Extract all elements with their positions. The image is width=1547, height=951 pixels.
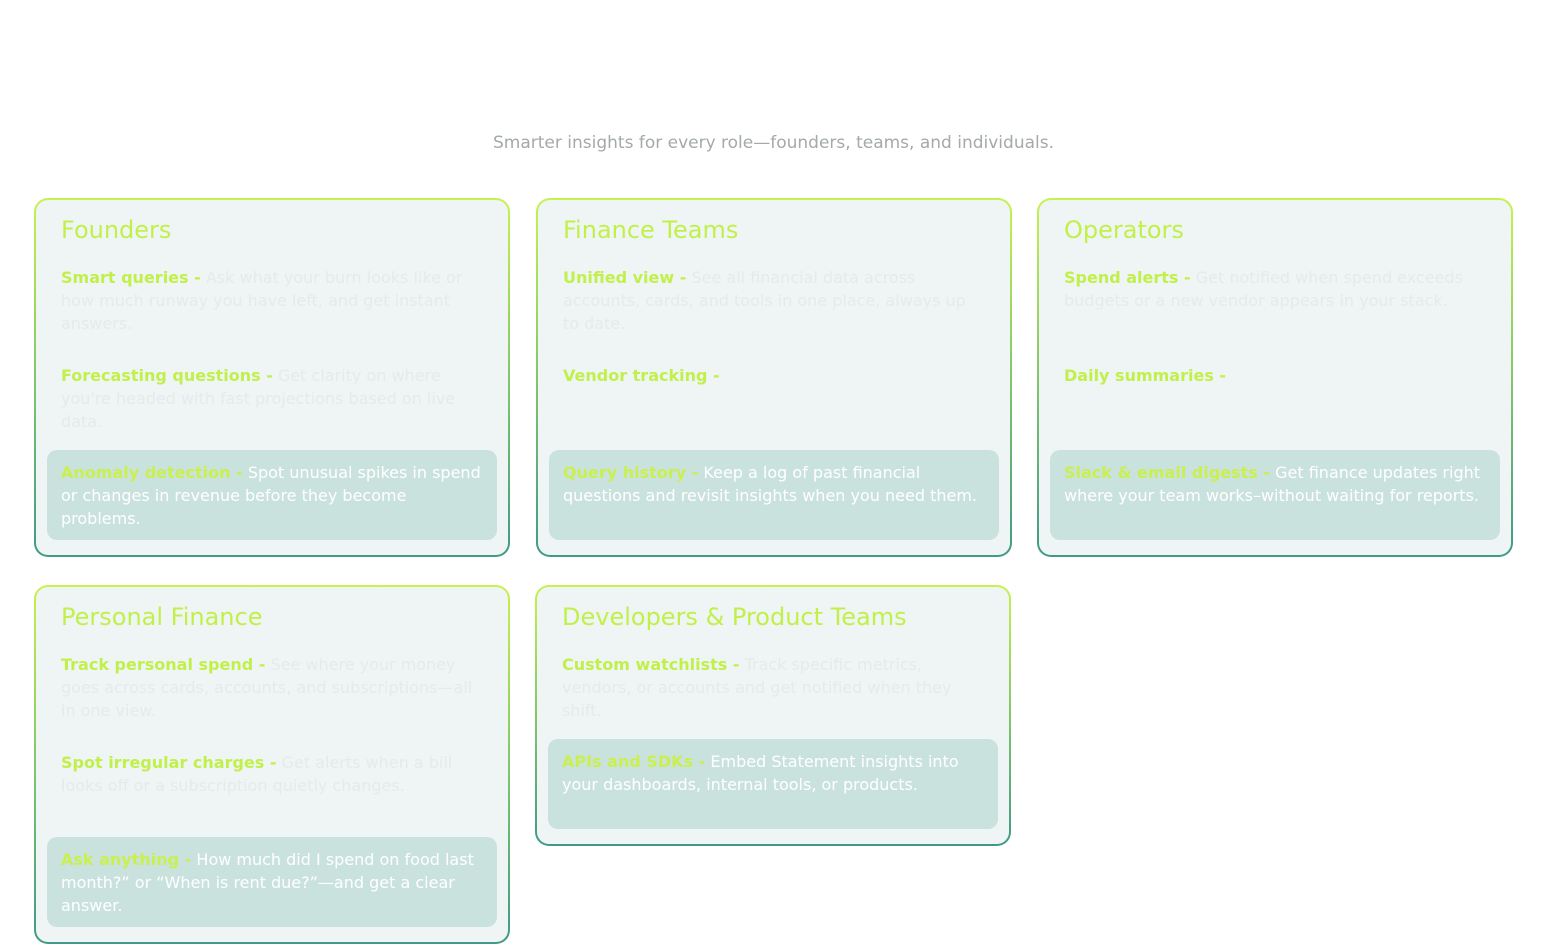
feature-item: Forecasting questions - Get clarity on w… — [61, 364, 481, 433]
highlight-name: Query history - — [563, 463, 699, 482]
highlight-description: Spot unusual spikes in spend or changes … — [61, 463, 481, 528]
role-card-operators: Operators Spend alerts - Get notified wh… — [1037, 198, 1513, 557]
feature-name: Daily summaries - — [1064, 366, 1227, 385]
card-title: Personal Finance — [61, 603, 263, 631]
role-card-founders: Founders Smart queries - Ask what your b… — [34, 198, 510, 557]
card-title: Developers & Product Teams — [562, 603, 907, 631]
feature-name: Forecasting questions - — [61, 366, 273, 385]
feature-item: Smart queries - Ask what your burn looks… — [61, 266, 481, 335]
card-title: Operators — [1064, 216, 1184, 244]
feature-highlight: Slack & email digests - Get finance upda… — [1050, 450, 1500, 540]
feature-description: See all financial data across accounts, … — [563, 268, 966, 333]
role-card-personal-finance: Personal Finance Track personal spend - … — [34, 585, 510, 944]
role-card-finance-teams: Finance Teams Unified view - See all fin… — [536, 198, 1012, 557]
feature-name: Vendor tracking - — [563, 366, 720, 385]
feature-name: Unified view - — [563, 268, 687, 287]
feature-description: Track specific metrics, vendors, or acco… — [562, 655, 952, 720]
section-subtitle: Smarter insights for every role—founders… — [492, 133, 1054, 153]
role-card-developers: Developers & Product Teams Custom watchl… — [535, 585, 1011, 846]
feature-item: Track personal spend - See where your mo… — [61, 653, 481, 722]
feature-highlight: Ask anything - How much did I spend on f… — [47, 837, 497, 927]
feature-name: Spot irregular charges - — [61, 753, 277, 772]
feature-highlight: APIs and SDKs - Embed Statement insights… — [548, 739, 998, 829]
highlight-name: Anomaly detection - — [61, 463, 243, 482]
feature-item: Vendor tracking - — [563, 364, 983, 387]
highlight-name: Slack & email digests - — [1064, 463, 1271, 482]
highlight-description: Embed Statement insights into your dashb… — [562, 752, 959, 794]
feature-name: Smart queries - — [61, 268, 201, 287]
feature-item: Daily summaries - — [1064, 364, 1484, 387]
feature-name: Track personal spend - — [61, 655, 266, 674]
feature-description: Ask what your burn looks like or how muc… — [61, 268, 463, 333]
feature-name: Custom watchlists - — [562, 655, 740, 674]
highlight-description: Keep a log of past financial questions a… — [563, 463, 977, 505]
feature-highlight: Anomaly detection - Spot unusual spikes … — [47, 450, 497, 540]
feature-description: Get clarity on where you're headed with … — [61, 366, 456, 431]
feature-item: Spot irregular charges - Get alerts when… — [61, 751, 481, 797]
feature-name: Spend alerts - — [1064, 268, 1191, 287]
highlight-description: How much did I spend on food last month?… — [61, 850, 474, 915]
feature-item: Custom watchlists - Track specific metri… — [562, 653, 982, 722]
feature-item: Spend alerts - Get notified when spend e… — [1064, 266, 1484, 312]
feature-description: Get notified when spend exceeds budgets … — [1064, 268, 1463, 310]
feature-item: Unified view - See all financial data ac… — [563, 266, 983, 335]
card-title: Founders — [61, 216, 172, 244]
feature-highlight: Query history - Keep a log of past finan… — [549, 450, 999, 540]
feature-description: See where your money goes across cards, … — [61, 655, 473, 720]
card-title: Finance Teams — [563, 216, 739, 244]
highlight-description: Get finance updates right where your tea… — [1064, 463, 1481, 505]
highlight-name: Ask anything - — [61, 850, 192, 869]
highlight-name: APIs and SDKs - — [562, 752, 706, 771]
feature-description: Get alerts when a bill looks off or a su… — [61, 753, 453, 795]
